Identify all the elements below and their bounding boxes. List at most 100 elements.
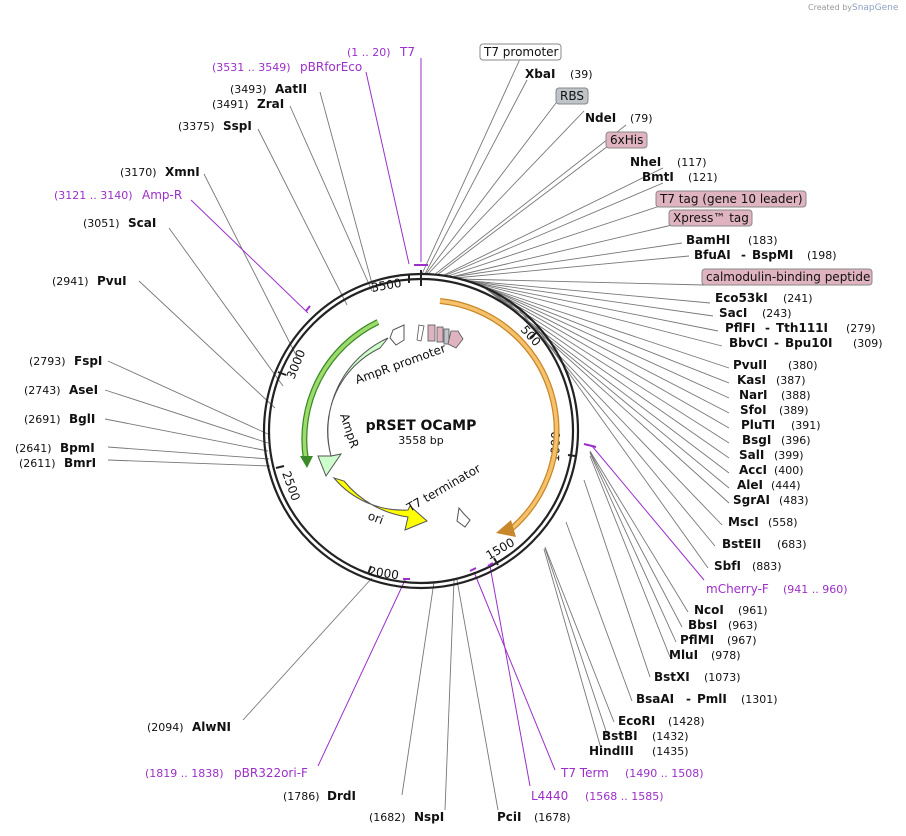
tick-label: 2500 — [279, 469, 303, 502]
enzyme-name: PflFI — [725, 321, 755, 335]
primer-name: T7 Term — [560, 766, 609, 780]
primer-labels: (1 .. 20) T7 (3531 .. 3549) pBRforEco (3… — [54, 45, 848, 803]
enzyme-pos: (2641) — [15, 442, 52, 455]
enzyme-name: NspI — [414, 810, 444, 824]
enzyme-separator: - — [686, 692, 691, 706]
enzyme-name: KasI — [737, 373, 766, 387]
enzyme-pos: (1678) — [534, 811, 571, 824]
enzyme-pos: (3493) — [230, 83, 267, 96]
enzyme-pos: (2743) — [24, 384, 61, 397]
t7-promoter-feature — [416, 324, 425, 342]
box-label: T7 tag (gene 10 leader) — [659, 192, 803, 206]
enzyme-name: XmnI — [165, 165, 200, 179]
tag-rbs — [443, 328, 450, 345]
enzyme-pos: (2941) — [52, 275, 89, 288]
box-calmodulin-binding-peptide — [701, 268, 873, 286]
enzyme-name: NarI — [739, 388, 768, 402]
primer-name: Amp-R — [142, 188, 182, 202]
enzyme-name: BsaAI — [636, 692, 674, 706]
enzyme-name: PvuI — [97, 274, 127, 288]
enzyme-name-2: PmlI — [697, 692, 727, 706]
enzyme-pos: (483) — [779, 494, 809, 507]
enzyme-name: BbsI — [688, 618, 717, 632]
tag-6xhis — [427, 324, 436, 342]
enzyme-pos: (961) — [738, 604, 768, 617]
credit-prefix: Created by — [808, 3, 852, 12]
box-label: Xpress™ tag — [673, 211, 749, 225]
enzyme-pos: (389) — [779, 404, 809, 417]
tick-label: 2000 — [368, 564, 400, 582]
enzyme-pos: (388) — [781, 389, 811, 402]
enzyme-name: BamHI — [686, 233, 730, 247]
enzyme-pos: (3051) — [83, 217, 120, 230]
enzyme-pos: (79) — [630, 112, 653, 125]
enzyme-pos: (183) — [748, 234, 778, 247]
enzyme-pos: (2793) — [29, 355, 66, 368]
enzyme-pos: (309) — [853, 337, 883, 350]
amp-arc — [302, 320, 379, 461]
enzyme-pos: (883) — [752, 560, 782, 573]
enzyme-pos: (1301) — [741, 693, 778, 706]
enzyme-name: SfoI — [740, 403, 767, 417]
enzyme-pos: (387) — [776, 374, 806, 387]
primer-pos: (1568 .. 1585) — [585, 790, 664, 803]
enzyme-pos: (1682) — [369, 811, 406, 824]
enzyme-name: SalI — [739, 448, 764, 462]
enzyme-name: BmrI — [64, 456, 96, 470]
enzyme-name: BfuAI — [694, 248, 731, 262]
enzyme-pos: (1435) — [652, 745, 689, 758]
enzyme-name: ZraI — [257, 97, 284, 111]
enzyme-pos: (3170) — [120, 166, 157, 179]
enzyme-pos: (241) — [783, 292, 813, 305]
enzyme-pos: (380) — [788, 359, 818, 372]
enzyme-name: HindIII — [589, 744, 634, 758]
box-xpress-tag — [668, 209, 753, 227]
enzyme-name: BmtI — [642, 170, 674, 184]
enzyme-pos: (3491) — [212, 98, 249, 111]
primer-pos: (941 .. 960) — [783, 583, 848, 596]
enzyme-name: AseI — [69, 383, 98, 397]
orf-arrowhead — [496, 520, 516, 537]
enzyme-name-2: BspMI — [752, 248, 793, 262]
enzyme-pos: (243) — [762, 307, 792, 320]
feature-label-ampr-promoter: AmpR promoter — [353, 341, 447, 387]
leader-lines — [104, 79, 730, 811]
enzyme-name: SspI — [223, 119, 252, 133]
enzyme-name-2: Bpu10I — [785, 336, 832, 350]
primer-name: mCherry-F — [706, 582, 769, 596]
enzyme-name: ScaI — [128, 216, 156, 230]
enzyme-pos: (396) — [781, 434, 811, 447]
plasmid-name: pRSET OCaMP — [366, 418, 477, 434]
enzyme-separator: - — [765, 321, 770, 335]
orf-arc — [439, 299, 559, 532]
enzyme-name: NheI — [630, 155, 661, 169]
enzyme-pos: (39) — [570, 68, 593, 81]
enzyme-name: BstXI — [654, 670, 690, 684]
primer-marks — [305, 264, 597, 580]
tag-cbp — [447, 330, 464, 349]
feature-leaders — [421, 58, 705, 286]
enzyme-pos: (967) — [727, 634, 757, 647]
enzyme-pos: (683) — [777, 538, 807, 551]
enzyme-pos: (978) — [711, 649, 741, 662]
enzyme-pos: (1786) — [283, 790, 320, 803]
tick-label: 3000 — [284, 348, 308, 382]
ori-feature — [332, 477, 428, 531]
enzyme-name: XbaI — [525, 67, 555, 81]
primer-name: pBR322ori-F — [234, 766, 308, 780]
enzyme-name: BstBI — [602, 729, 638, 743]
enzyme-name: SgrAI — [733, 493, 770, 507]
primer-name: L4440 — [531, 789, 568, 803]
enzyme-pos: (3375) — [178, 120, 215, 133]
enzyme-name: NdeI — [585, 111, 616, 125]
enzyme-separator: - — [741, 248, 746, 262]
enzyme-pos: (1432) — [652, 730, 689, 743]
ampr-feature — [317, 337, 389, 478]
enzyme-name: NcoI — [694, 603, 724, 617]
primer-pos: (3531 .. 3549) — [212, 61, 291, 74]
enzyme-pos: (963) — [728, 619, 758, 632]
enzyme-name: AleI — [737, 478, 763, 492]
enzyme-labels-right: XbaI (39) NdeI (79) NheI (117) BmtI (121… — [525, 67, 883, 758]
t7-terminator-feature — [456, 506, 471, 528]
